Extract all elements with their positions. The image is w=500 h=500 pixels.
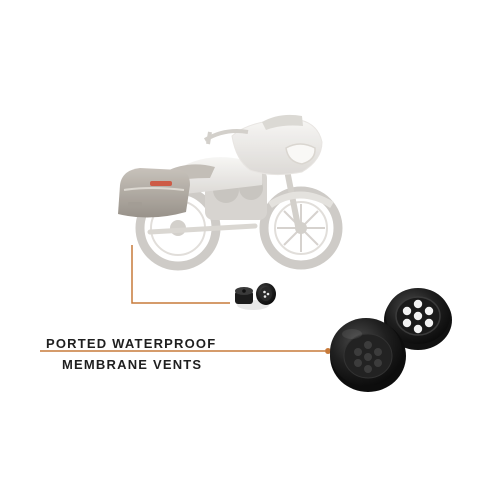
large-vent-front [330,318,406,392]
caption-line-2: MEMBRANE VENTS [62,357,203,372]
front-wheel [259,186,343,270]
motorcycle-illustration [118,114,343,271]
caption-line-1: PORTED WATERPROOF [46,336,217,351]
large-vents-photo [330,288,452,392]
leader-line-small [131,245,230,304]
small-vents-photo [235,283,276,310]
leader-dot [325,348,331,354]
product-caption: PORTED WATERPROOF MEMBRANE VENTS [40,333,240,375]
saddlebag [118,168,190,218]
large-vent-back [384,288,452,350]
